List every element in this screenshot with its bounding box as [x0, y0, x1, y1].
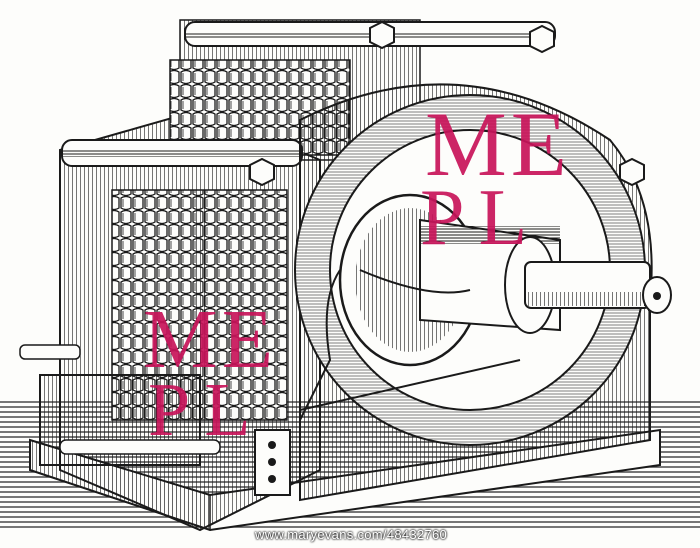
watermark-text: PL	[148, 368, 265, 452]
image-credit: www.maryevans.com/48432760	[255, 527, 448, 542]
watermark-text: ME	[143, 293, 277, 386]
frame-bolts	[249, 20, 645, 187]
watermark-text: PL	[420, 174, 542, 262]
watermark-text: ME	[425, 93, 571, 195]
wiring	[299, 269, 521, 421]
